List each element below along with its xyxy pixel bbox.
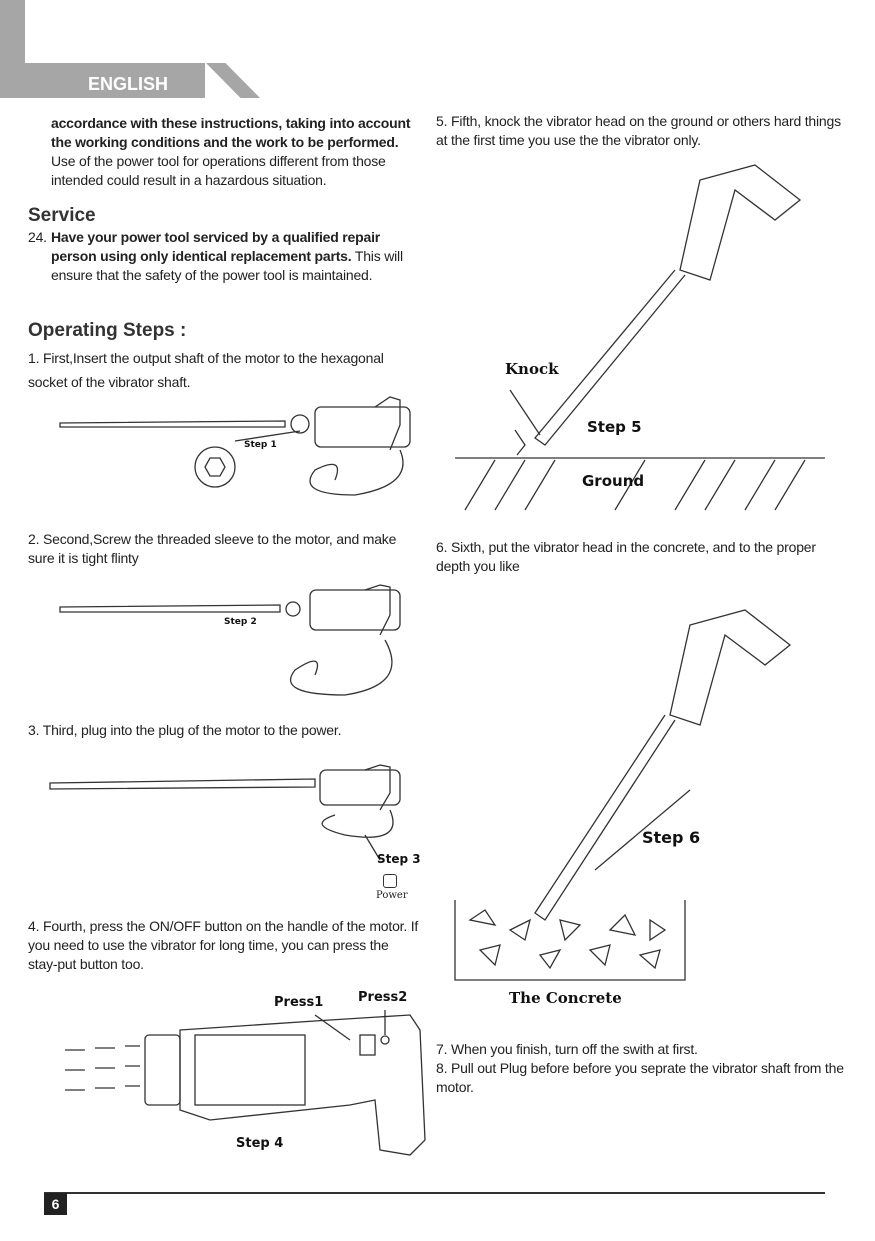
operating-heading: Operating Steps : (28, 320, 187, 341)
step1-illustration (59, 396, 411, 496)
service-paragraph: Have your power tool serviced by a quali… (51, 228, 418, 285)
step5-illustration (455, 164, 825, 511)
step4-text: 4. Fourth, press the ON/OFF button on th… (28, 918, 419, 972)
header-band (0, 63, 205, 98)
footer-rule (44, 1192, 825, 1194)
header-stripe (206, 63, 260, 98)
power-label: Power (376, 890, 408, 901)
step6-text: 6. Sixth, put the vibrator head in the c… (436, 539, 816, 574)
step4-illustration (65, 1010, 426, 1156)
step7-text: 7. When you finish, turn off the swith a… (436, 1041, 698, 1057)
language-label: ENGLISH (88, 74, 169, 94)
page-number: 6 (44, 1193, 67, 1215)
step4-label: Step 4 (236, 1136, 284, 1151)
power-socket-icon (383, 874, 397, 888)
step2-text: 2. Second,Screw the threaded sleeve to t… (28, 531, 397, 566)
step1-text: 1. First,Insert the output shaft of the … (28, 350, 384, 390)
step1-label: Step 1 (244, 440, 277, 450)
step2-illustration (59, 584, 401, 696)
step3-text: 3. Third, plug into the plug of the moto… (28, 722, 342, 738)
step3-illustration (49, 764, 401, 861)
intro-text: Use of the power tool for operations dif… (51, 153, 386, 188)
step5-text: 5. Fifth, knock the vibrator head on the… (436, 113, 841, 148)
service-text: This will ensure that the safety of the … (51, 248, 403, 283)
step2-label: Step 2 (224, 617, 257, 627)
service-num: 24. (28, 229, 47, 245)
concrete-label: The Concrete (509, 989, 622, 1007)
step8-text: 8. Pull out Plug before before you sepra… (436, 1060, 844, 1095)
press2-label: Press2 (358, 990, 408, 1005)
step6-label: Step 6 (642, 828, 701, 847)
press1-label: Press1 (274, 995, 324, 1010)
step5-label: Step 5 (587, 418, 642, 436)
step6-illustration (454, 609, 792, 981)
intro-bold: accordance with these instructions, taki… (51, 115, 411, 150)
service-bold: Have your power tool serviced by a quali… (51, 229, 381, 264)
service-heading: Service (28, 205, 96, 226)
knock-label: Knock (505, 360, 559, 378)
step3-label: Step 3 (377, 852, 421, 866)
ground-label: Ground (582, 472, 645, 490)
intro-paragraph: accordance with these instructions, taki… (51, 114, 418, 190)
